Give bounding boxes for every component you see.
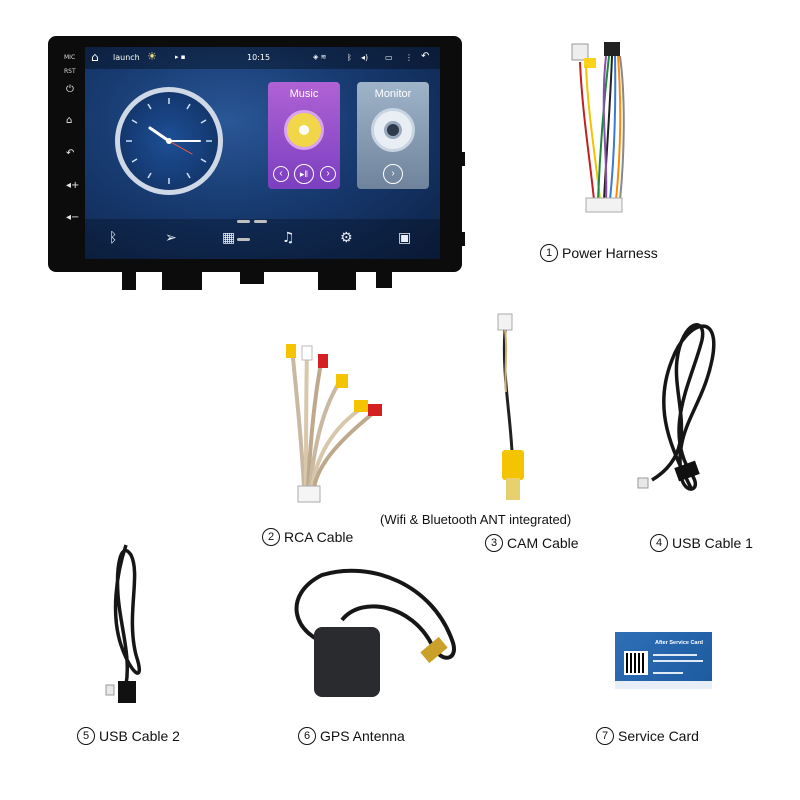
number-badge: 7 [596, 727, 614, 745]
power-icon[interactable]: ⏻ [66, 84, 74, 95]
rst-label: RST [64, 68, 76, 75]
accessory-name: Service Card [618, 728, 699, 744]
label-rca-cable: 2 RCA Cable [262, 528, 353, 546]
dock: ᛒ ➢ ▦ ♫ ⚙ ▣ [85, 219, 440, 259]
window-icon[interactable]: ▭ [385, 53, 393, 62]
mount-tab [122, 268, 136, 290]
page-indicator [237, 210, 287, 241]
qr-code-icon [624, 651, 648, 675]
volume-up-icon[interactable]: ◂+ [66, 180, 80, 191]
bluetooth-icon[interactable]: ᛒ [109, 230, 118, 246]
next-icon[interactable]: › [383, 164, 403, 184]
label-gps-antenna: 6 GPS Antenna [298, 727, 405, 745]
label-cam-cable: 3 CAM Cable [485, 534, 579, 552]
accessory-name: USB Cable 1 [672, 535, 753, 551]
play-pause-icon[interactable]: ▸‖ [294, 164, 314, 184]
back-icon[interactable]: ↶ [66, 148, 75, 159]
side-clip [460, 152, 465, 166]
label-usb-cable-2: 5 USB Cable 2 [77, 727, 180, 745]
radio-icon[interactable]: ▣ [398, 230, 412, 246]
side-clip [460, 232, 465, 246]
menu-icon[interactable]: ⋮ [405, 53, 413, 62]
side-button-panel: MIC RST ⏻ ⌂ ↶ ◂+ ◂− [56, 52, 86, 252]
rca-cable-image [286, 344, 382, 503]
label-power-harness: 1 Power Harness [540, 244, 658, 262]
gps-antenna-image [294, 568, 456, 697]
mount-tab [318, 268, 356, 290]
number-badge: 6 [298, 727, 316, 745]
mic-label: MIC [64, 54, 76, 61]
apps-grid-icon[interactable]: ▦ [222, 230, 236, 246]
mount-tab [376, 268, 392, 288]
accessory-name: Power Harness [562, 245, 658, 261]
cam-cable-image [497, 313, 524, 500]
cam-cable-note: (Wifi & Bluetooth ANT integrated) [380, 512, 572, 527]
accessory-name: USB Cable 2 [99, 728, 180, 744]
number-badge: 1 [540, 244, 558, 262]
card-text-line [653, 672, 683, 674]
brightness-icon[interactable]: ☀ [147, 50, 157, 63]
navigation-icon[interactable]: ➢ [165, 230, 177, 246]
accessory-name: CAM Cable [507, 535, 579, 551]
bluetooth-status-icon: ᛒ [347, 53, 352, 62]
service-card-image: After Service Card [615, 632, 712, 689]
card-footer [615, 681, 712, 689]
home-icon[interactable]: ⌂ [66, 115, 73, 126]
number-badge: 4 [650, 534, 668, 552]
monitor-card-title: Monitor [374, 88, 412, 100]
accessory-name: RCA Cable [284, 529, 354, 545]
status-time: 10:15 [247, 53, 271, 62]
number-badge: 2 [262, 528, 280, 546]
music-card-title: Music [289, 88, 319, 100]
mount-tab [240, 268, 264, 284]
service-card-title: After Service Card [655, 640, 703, 646]
usb-cable-2-image [105, 544, 141, 703]
mount-tab [162, 268, 202, 290]
music-disc-icon [284, 110, 324, 150]
label-service-card: 7 Service Card [596, 727, 699, 745]
music-card[interactable]: Music ‹ ▸‖ › [268, 82, 340, 189]
camera-lens [384, 121, 402, 139]
usb-cable-1-image [637, 323, 716, 491]
disc-center [299, 125, 309, 135]
settings-icon[interactable]: ⚙ [340, 230, 353, 246]
gps-wifi-icon: ◈ ≋ [313, 53, 327, 61]
home-icon[interactable]: ⌂ [91, 50, 99, 64]
label-usb-cable-1: 4 USB Cable 1 [650, 534, 753, 552]
status-bar: ⌂ launch ☀ ▸ ▪ 10:15 ◈ ≋ ᛒ ◂) ▭ ⋮ ↶ [85, 47, 440, 69]
clock-widget[interactable] [115, 87, 223, 195]
volume-down-icon[interactable]: ◂− [66, 212, 80, 223]
accessory-name: GPS Antenna [320, 728, 405, 744]
status-app-label: launch [113, 53, 140, 62]
volume-icon[interactable]: ◂) [361, 53, 369, 62]
monitor-card[interactable]: Monitor › [357, 82, 429, 189]
number-badge: 3 [485, 534, 503, 552]
number-badge: 5 [77, 727, 95, 745]
music-note-icon[interactable]: ♫ [282, 230, 295, 246]
card-text-line [653, 654, 697, 656]
back-icon[interactable]: ↶ [421, 51, 430, 62]
next-icon[interactable]: › [320, 166, 336, 182]
media-icon: ▸ ▪ [175, 53, 186, 61]
card-text-line [653, 660, 703, 662]
previous-icon[interactable]: ‹ [273, 166, 289, 182]
power-harness-image [571, 42, 625, 213]
touch-screen[interactable]: ⌂ launch ☀ ▸ ▪ 10:15 ◈ ≋ ᛒ ◂) ▭ ⋮ ↶ [85, 47, 440, 259]
